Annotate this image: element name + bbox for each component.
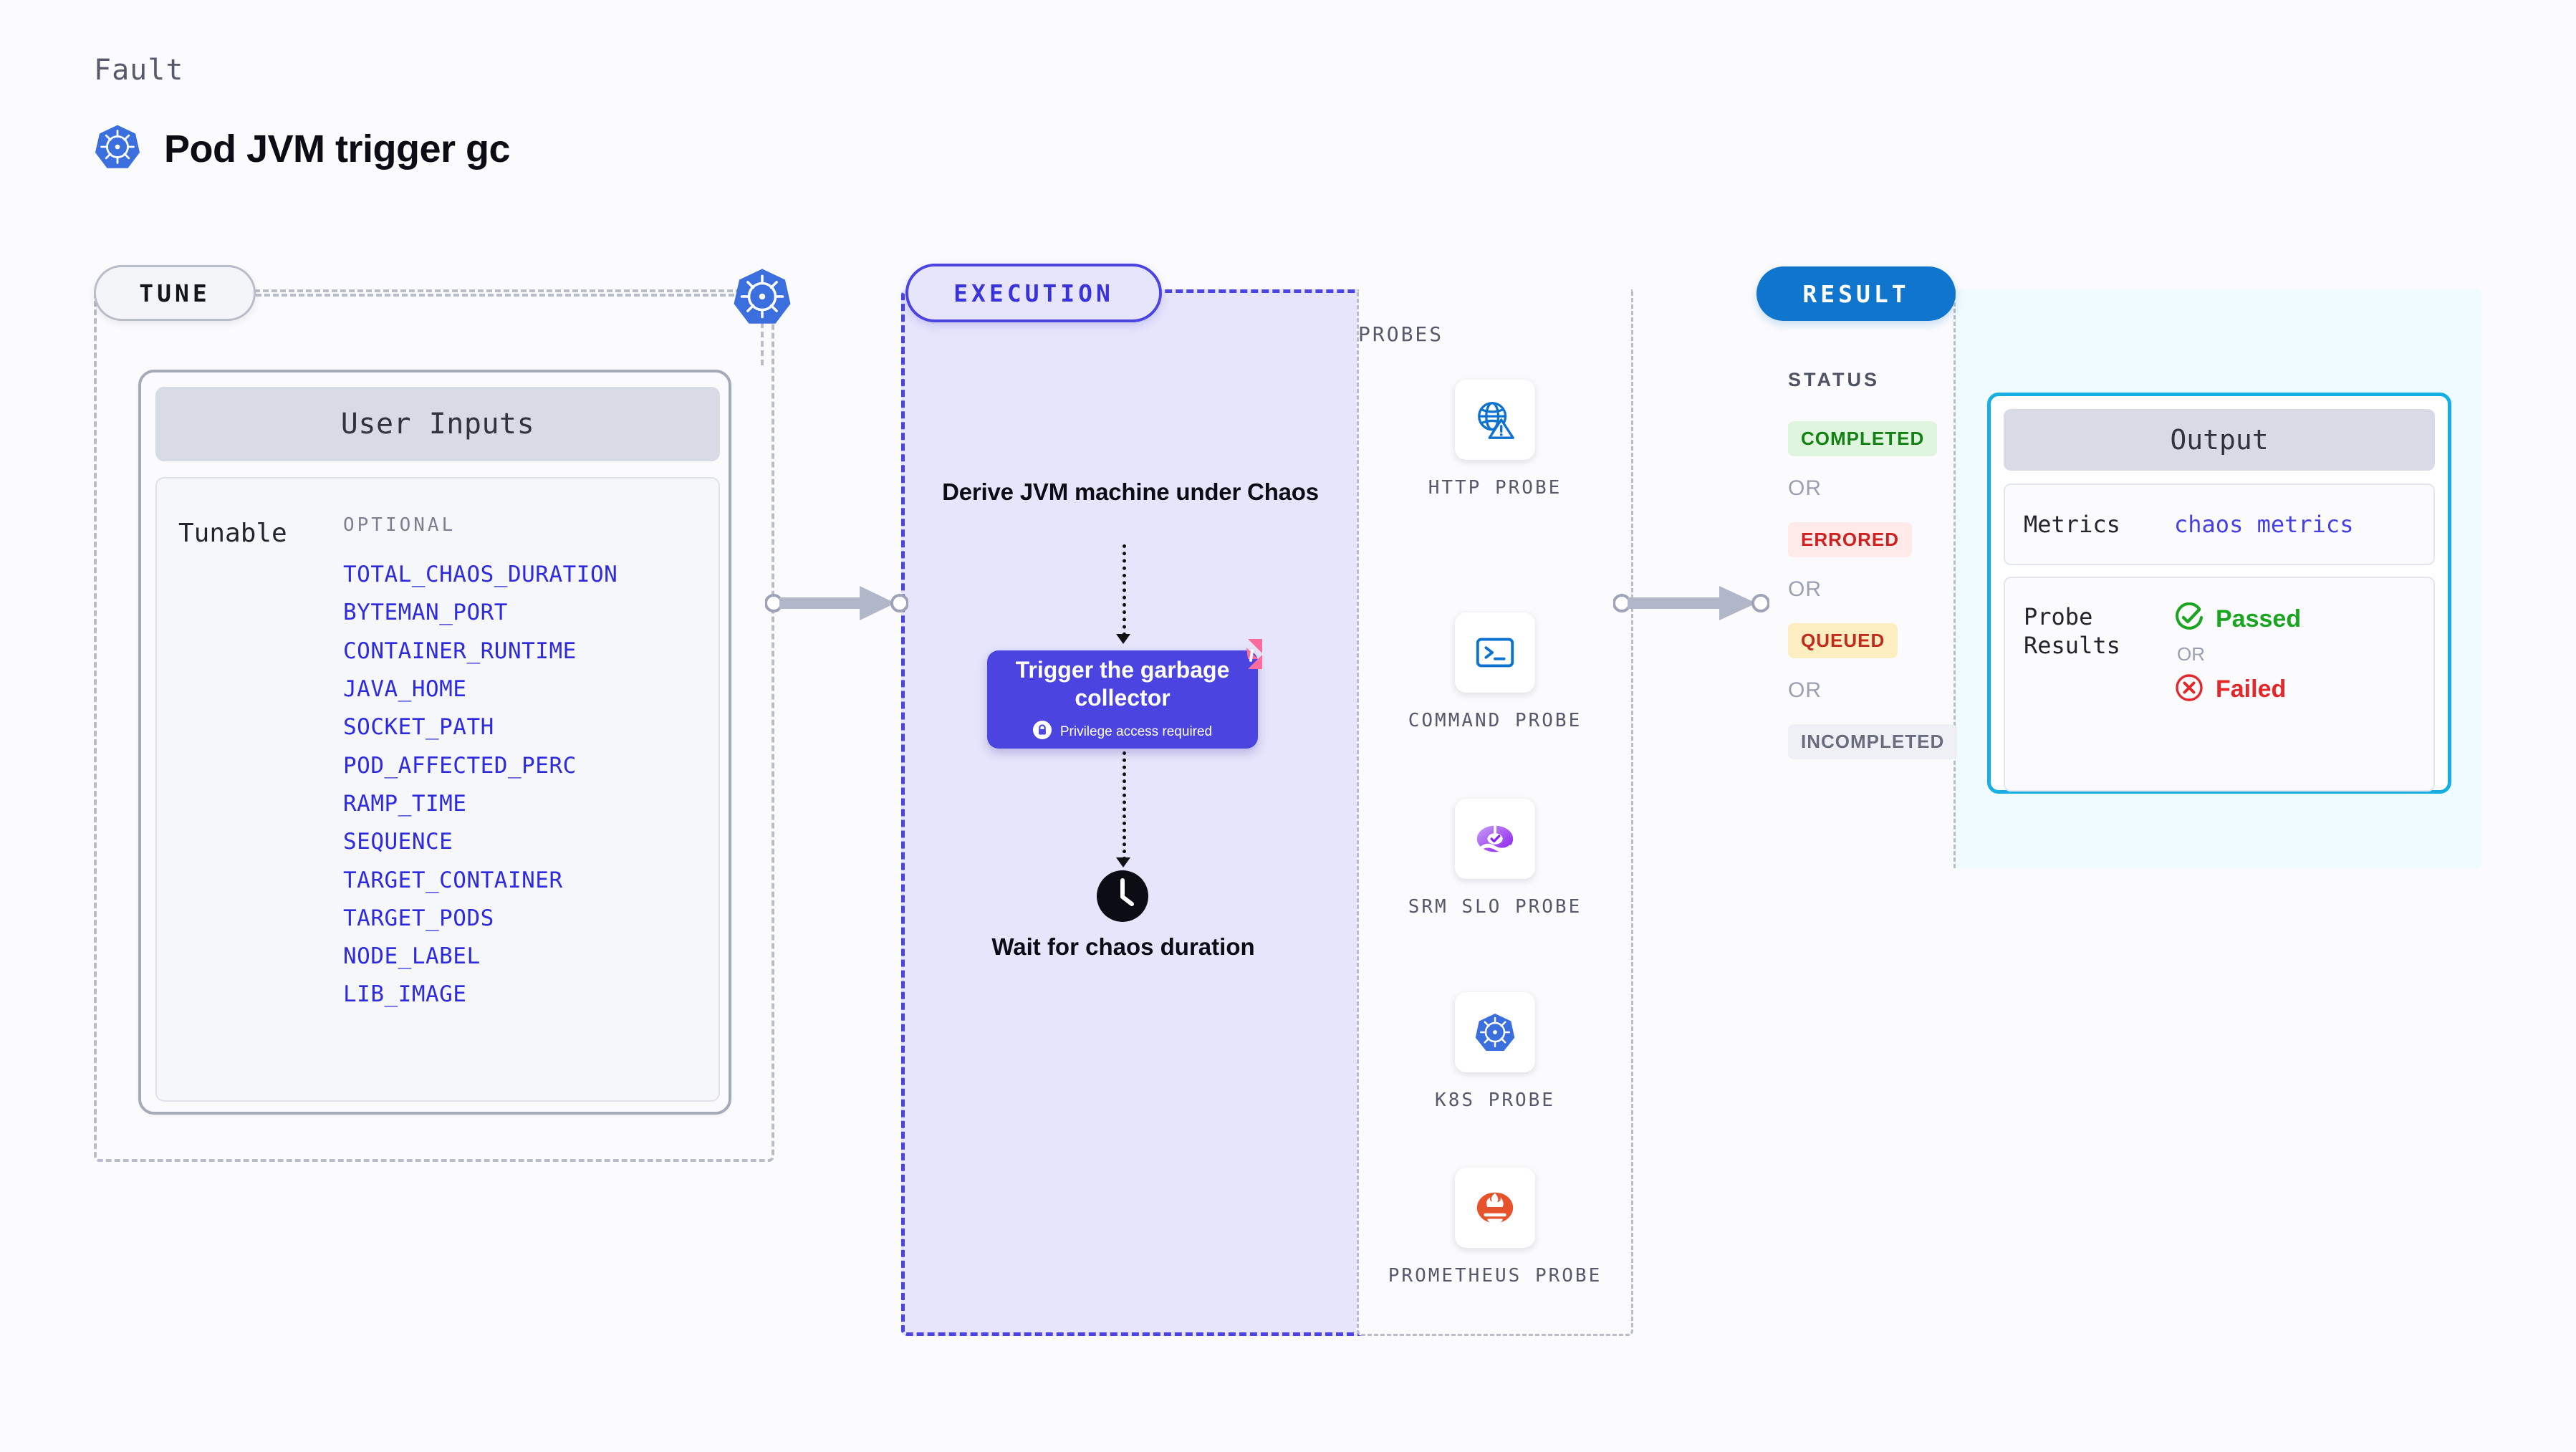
param-lib-image[interactable]: LIB_IMAGE — [343, 981, 467, 1008]
lock-icon — [1032, 721, 1052, 743]
tune-stage-box — [94, 289, 774, 1162]
fault-title-row: Pod JVM trigger gc — [94, 123, 511, 174]
arrowhead-icon — [1115, 857, 1131, 872]
output-card: Output Metrics chaos metrics Probe Resul… — [1987, 393, 2451, 794]
tunable-label: Tunable — [178, 519, 287, 548]
prometheus-icon — [1455, 1168, 1535, 1248]
probe-item-command[interactable]: COMMAND PROBE — [1357, 612, 1633, 734]
probe-result-or: OR — [2177, 643, 2205, 665]
probe-results-values: Passed OR Failed — [2174, 602, 2301, 706]
optional-group-label: OPTIONAL — [343, 514, 456, 536]
status-badge-completed: COMPLETED — [1788, 421, 1938, 456]
output-probe-results-row: Probe Results Passed OR — [2004, 577, 2435, 792]
probe-results-key: Probe Results — [2024, 603, 2120, 659]
tune-connector-vertical — [761, 322, 764, 365]
page-title: Pod JVM trigger gc — [164, 127, 511, 170]
probe-label: SRM SLO PROBE — [1408, 896, 1582, 918]
arrow-execution-to-result — [1613, 582, 1770, 628]
param-java-home[interactable]: JAVA_HOME — [343, 675, 467, 702]
metrics-value[interactable]: chaos metrics — [2174, 511, 2354, 538]
status-badge-incompleted: INCOMPLETED — [1788, 724, 1958, 759]
result-stage-pill[interactable]: RESULT — [1756, 266, 1956, 321]
privilege-note: Privilege access required — [1032, 721, 1213, 743]
status-section-label: STATUS — [1788, 369, 1880, 390]
param-total-chaos-duration[interactable]: TOTAL_CHAOS_DURATION — [343, 562, 618, 587]
probe-item-srm-slo[interactable]: SRM SLO PROBE — [1357, 799, 1633, 920]
param-pod-affected-perc[interactable]: POD_AFFECTED_PERC — [343, 752, 577, 779]
output-title: Output — [2004, 409, 2435, 471]
execution-flow-line-2 — [1123, 751, 1126, 860]
execution-stage-pill[interactable]: EXECUTION — [905, 264, 1162, 322]
kubernetes-icon — [94, 123, 141, 174]
param-target-pods[interactable]: TARGET_PODS — [343, 905, 494, 931]
status-badge-errored: ERRORED — [1788, 522, 1913, 557]
status-or-2: OR — [1788, 577, 1822, 601]
status-badge-queued: QUEUED — [1788, 623, 1898, 658]
srm-slo-donut-icon — [1455, 799, 1535, 879]
clock-icon — [1096, 870, 1149, 923]
probes-section-label: PROBES — [1358, 322, 1444, 346]
privilege-note-text: Privilege access required — [1059, 723, 1213, 739]
param-container-runtime[interactable]: CONTAINER_RUNTIME — [343, 638, 577, 664]
x-circle-icon — [2174, 673, 2204, 706]
param-target-container[interactable]: TARGET_CONTAINER — [343, 867, 563, 893]
param-byteman-port[interactable]: BYTEMAN_PORT — [343, 600, 508, 626]
probe-label: PROMETHEUS PROBE — [1388, 1265, 1602, 1287]
fault-eyebrow-label: Fault — [94, 54, 184, 87]
tunable-param-list: OPTIONAL TOTAL_CHAOS_DURATION BYTEMAN_PO… — [343, 514, 701, 1014]
user-inputs-title: User Inputs — [155, 387, 720, 461]
probe-item-http[interactable]: HTTP PROBE — [1357, 380, 1633, 501]
tunable-panel: Tunable OPTIONAL TOTAL_CHAOS_DURATION BY… — [155, 477, 720, 1102]
litmus-chaos-icon — [1226, 638, 1264, 675]
arrowhead-icon — [1115, 633, 1131, 648]
execution-step-derive-jvm: Derive JVM machine under Chaos — [942, 479, 1319, 505]
failed-label: Failed — [2216, 675, 2287, 703]
kubernetes-icon — [1455, 992, 1535, 1072]
tune-connector-horizontal — [256, 294, 734, 297]
status-or-1: OR — [1788, 476, 1822, 500]
status-or-3: OR — [1788, 678, 1822, 702]
output-metrics-row: Metrics chaos metrics — [2004, 484, 2435, 565]
globe-warning-icon — [1455, 380, 1535, 460]
probe-item-k8s[interactable]: K8S PROBE — [1357, 992, 1633, 1113]
param-socket-path[interactable]: SOCKET_PATH — [343, 714, 494, 741]
probe-result-failed: Failed — [2174, 673, 2301, 706]
probe-label: K8S PROBE — [1435, 1090, 1555, 1111]
execution-step-wait-chaos: Wait for chaos duration — [991, 933, 1255, 960]
kubernetes-icon — [732, 266, 792, 327]
metrics-key: Metrics — [2024, 511, 2120, 538]
param-sequence[interactable]: SEQUENCE — [343, 829, 453, 855]
arrow-tune-to-execution — [764, 582, 909, 628]
execution-flow-line-1 — [1123, 544, 1126, 636]
user-inputs-card: User Inputs Tunable OPTIONAL TOTAL_CHAOS… — [138, 370, 731, 1115]
passed-label: Passed — [2216, 605, 2302, 633]
tune-stage-pill[interactable]: TUNE — [94, 265, 256, 321]
check-circle-icon — [2174, 602, 2204, 636]
gc-card-title: Trigger the garbage collector — [1015, 656, 1230, 711]
param-ramp-time[interactable]: RAMP_TIME — [343, 790, 467, 817]
probe-item-prometheus[interactable]: PROMETHEUS PROBE — [1357, 1168, 1633, 1289]
probe-label: COMMAND PROBE — [1408, 710, 1582, 731]
trigger-garbage-collector-card[interactable]: Trigger the garbage collector Privilege … — [987, 650, 1258, 749]
result-status-column — [1756, 289, 1956, 868]
probe-label: HTTP PROBE — [1428, 477, 1562, 499]
terminal-icon — [1455, 612, 1535, 693]
param-node-label[interactable]: NODE_LABEL — [343, 943, 481, 970]
probe-result-passed: Passed — [2174, 602, 2301, 636]
